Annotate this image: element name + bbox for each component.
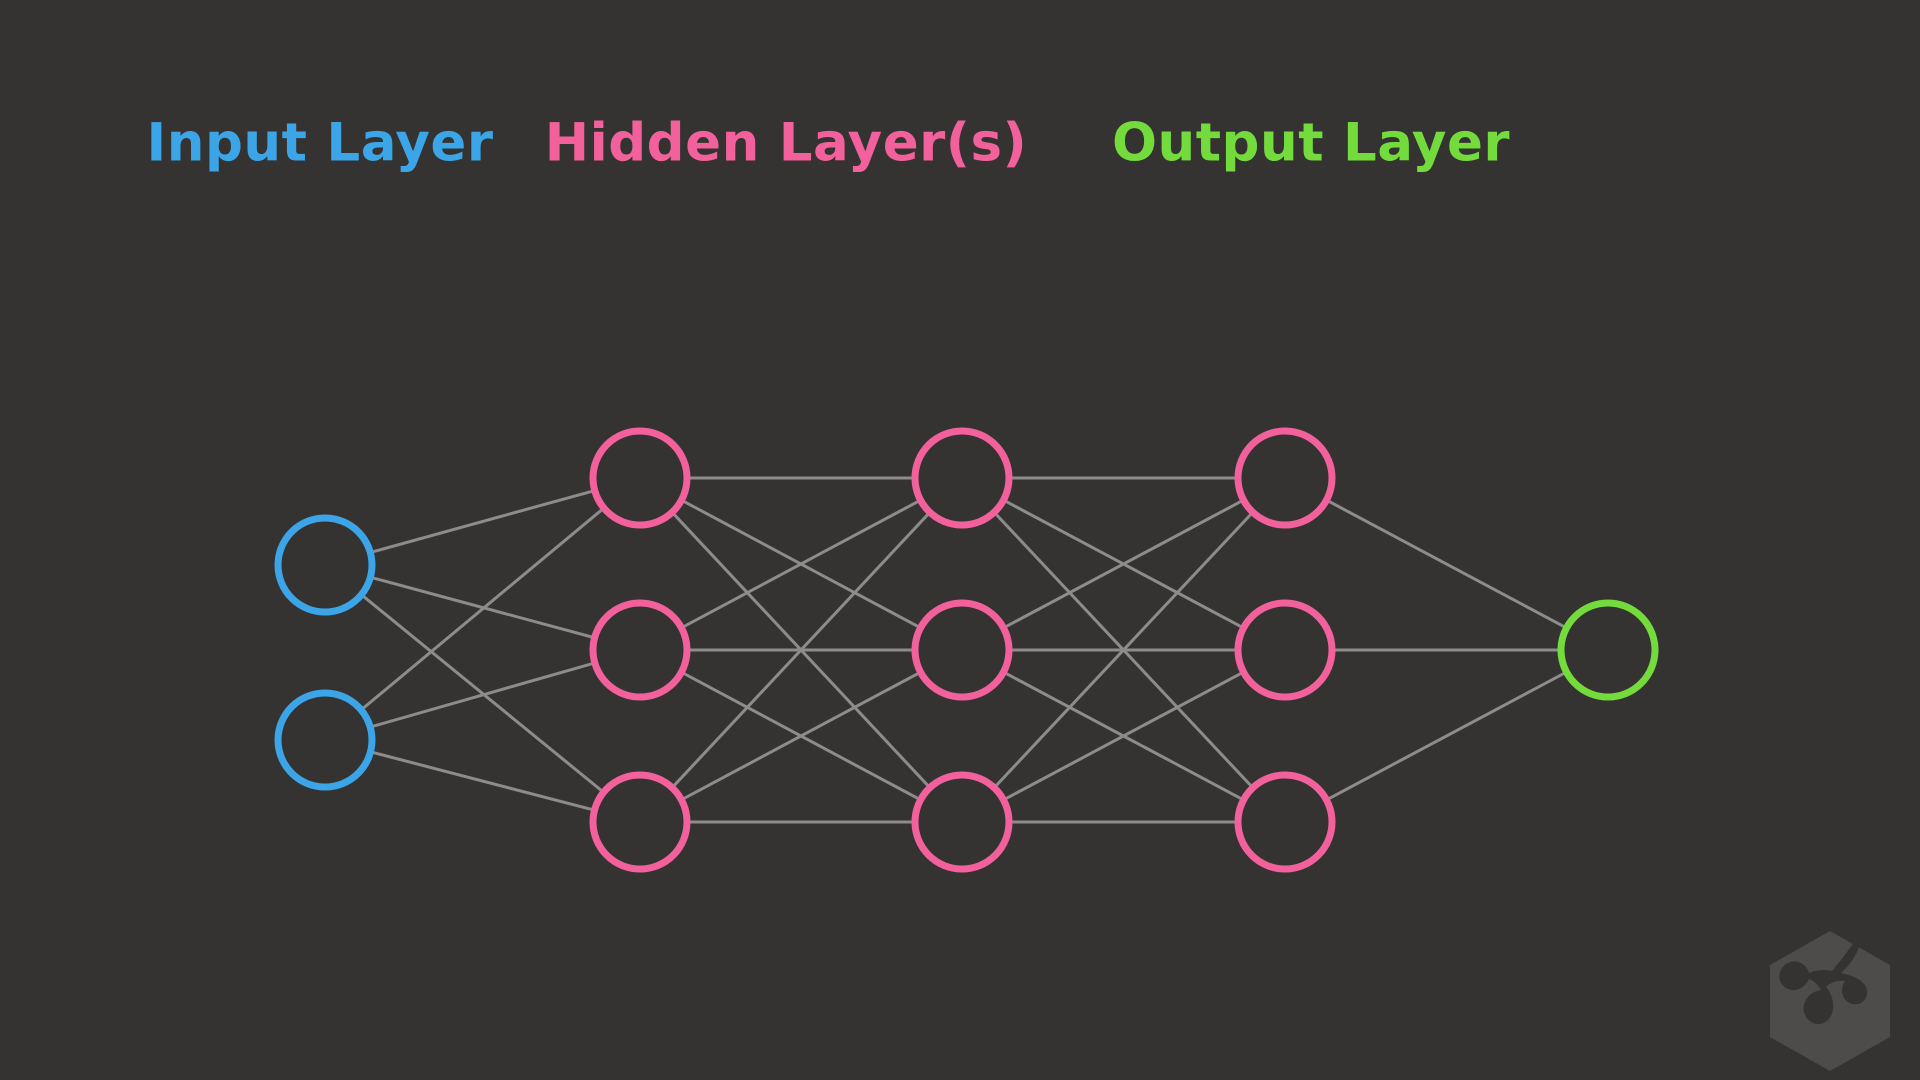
nodes-group <box>274 427 1659 873</box>
neuron-node-hidden[interactable] <box>589 427 691 529</box>
connection-edge <box>368 489 597 554</box>
connection-edge <box>1001 498 1246 630</box>
neuron-node-hidden[interactable] <box>1234 427 1336 529</box>
neuron-node-hidden[interactable] <box>911 427 1013 529</box>
connection-edge <box>1001 670 1246 802</box>
connection-edge <box>679 498 923 630</box>
connection-edge <box>1324 670 1569 802</box>
connection-edge <box>359 506 606 712</box>
connection-edge <box>1324 498 1569 630</box>
neuron-node-hidden[interactable] <box>911 771 1013 873</box>
layer-label-hidden: Hidden Layer(s) <box>544 112 1028 174</box>
neuron-node-hidden[interactable] <box>589 771 691 873</box>
neuron-node-hidden[interactable] <box>1234 599 1336 701</box>
connection-edge <box>670 510 932 790</box>
neuron-node-input[interactable] <box>274 689 376 791</box>
neuron-node-input[interactable] <box>274 514 376 616</box>
edges-group <box>359 476 1569 824</box>
neuron-node-hidden[interactable] <box>911 599 1013 701</box>
layer-label-output: Output Layer <box>1111 112 1511 174</box>
connection-edge <box>992 510 1255 790</box>
neuron-node-hidden[interactable] <box>1234 771 1336 873</box>
connection-edge <box>368 661 597 729</box>
neuron-node-output[interactable] <box>1557 599 1659 701</box>
connection-edge <box>368 750 597 812</box>
layer-label-input: Input Layer <box>146 112 494 174</box>
neuron-node-hidden[interactable] <box>589 599 691 701</box>
connection-edge <box>679 670 923 802</box>
